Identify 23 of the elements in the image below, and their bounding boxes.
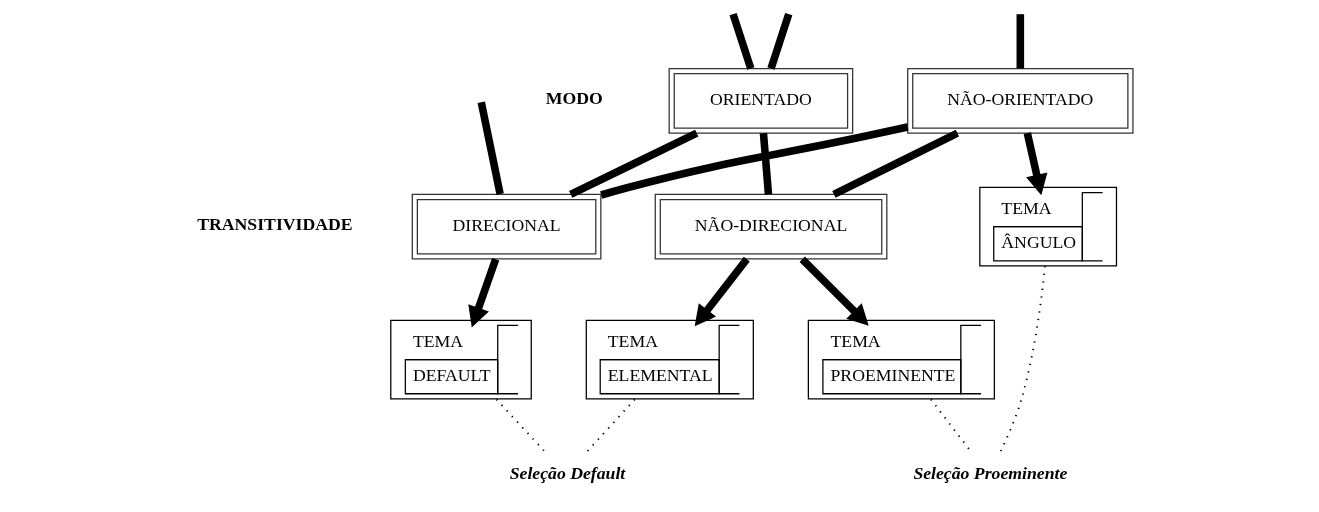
node-box: ORIENTADO xyxy=(668,67,853,134)
connector xyxy=(477,101,504,195)
arrow xyxy=(1023,132,1047,196)
connector xyxy=(998,265,1046,454)
node-text: Seleção Default xyxy=(509,463,625,484)
node-box: TEMA PROEMINENTE xyxy=(807,319,995,400)
node-box: TEMA ÂNGULO xyxy=(978,186,1117,267)
node-box: TEMA ELEMENTAL xyxy=(585,319,754,400)
node-box: DIRECIONAL xyxy=(411,193,601,260)
node-text: Seleção Proeminente xyxy=(912,463,1067,484)
arrow xyxy=(799,256,869,326)
connector xyxy=(729,13,754,70)
node-box: NÃO-DIRECIONAL xyxy=(654,193,887,260)
connector xyxy=(766,13,792,70)
connector xyxy=(831,129,959,198)
arrow xyxy=(467,257,499,328)
arrow xyxy=(694,256,750,327)
label: MODO xyxy=(545,88,603,109)
label: TRANSITIVIDADE xyxy=(196,214,353,235)
connector xyxy=(599,123,908,199)
node-box: TEMA DEFAULT xyxy=(389,319,532,400)
connector xyxy=(568,129,698,198)
node-box: NÃO-ORIENTADO xyxy=(906,67,1134,134)
